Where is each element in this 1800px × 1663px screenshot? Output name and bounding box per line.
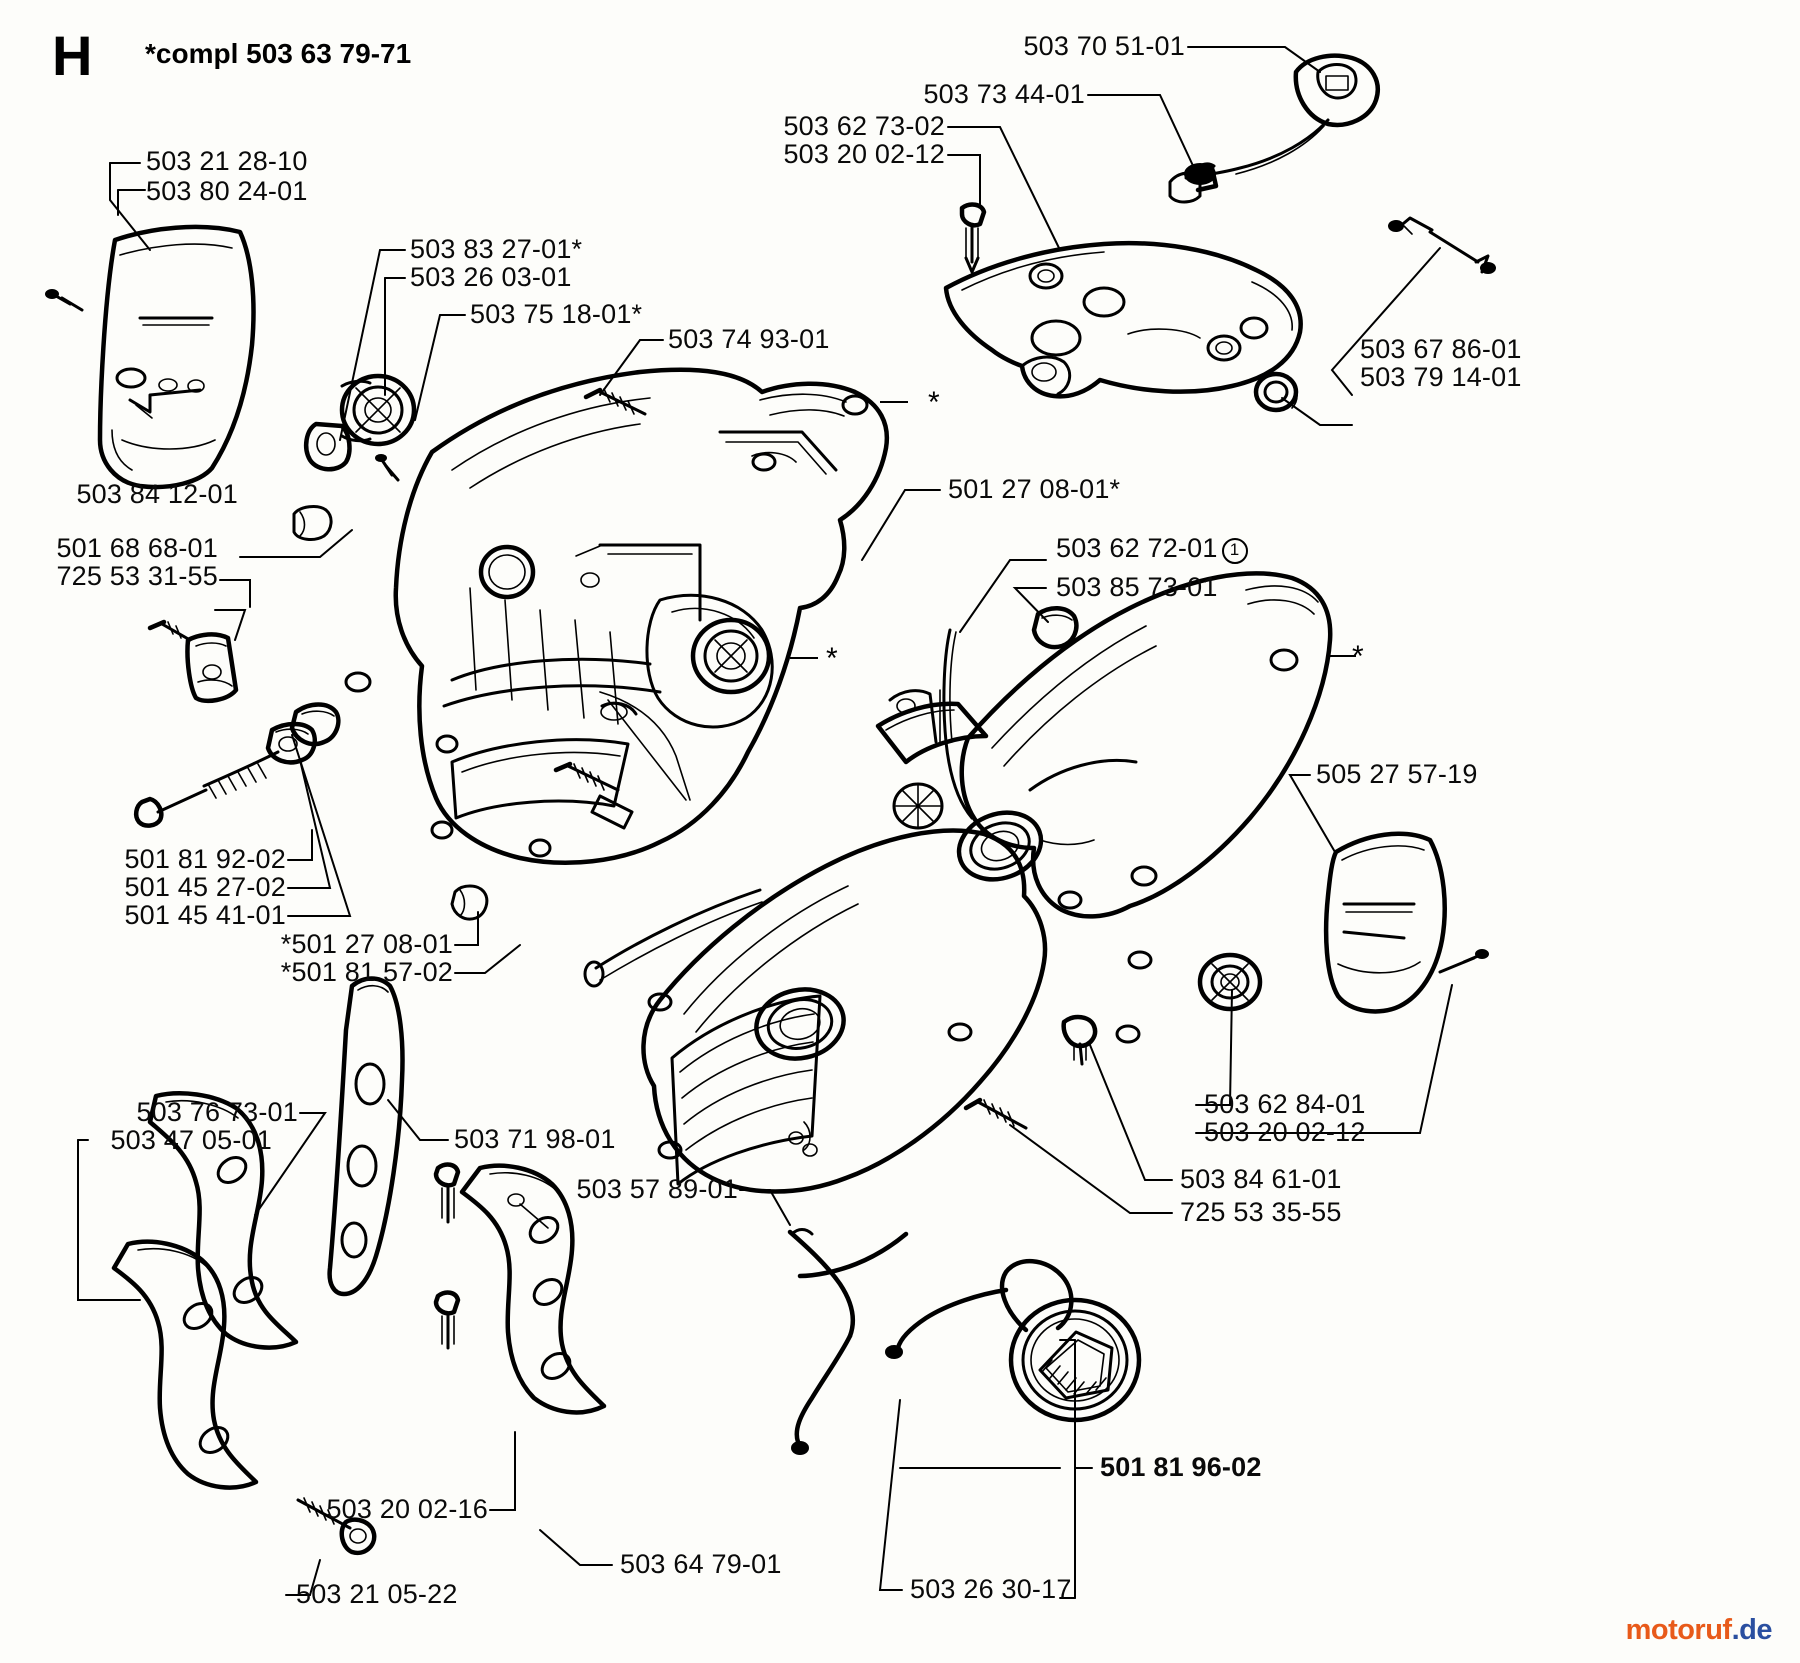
label-503-64-79-01: 503 64 79-01 — [620, 1549, 782, 1579]
label-503-84-12-01: 503 84 12-01 — [76, 479, 238, 509]
part-wire-handle — [787, 1228, 909, 1455]
label-501-81-92-02: 501 81 92-02 — [124, 844, 286, 874]
part-crankcase-left — [344, 367, 890, 865]
label-503-62-73-02: 503 62 73-02 — [783, 111, 945, 141]
label-501-27-08-01-lower: *501 27 08-01 — [280, 929, 453, 959]
compl-note: *compl 503 63 79-71 — [145, 38, 412, 69]
part-bumper-spike-b — [111, 1239, 259, 1490]
label-503-70-51-01: 503 70 51-01 — [1023, 31, 1185, 61]
part-starter-handle — [1184, 53, 1380, 180]
part-screw-74-93 — [583, 387, 647, 416]
part-screw-725-35 — [963, 1097, 1028, 1130]
part-bumper-spike-a — [147, 1091, 299, 1350]
label-503-26-30-17: 503 26 30-17 — [910, 1574, 1072, 1604]
part-spike-plate-64-79 — [459, 1163, 607, 1415]
label-725-53-31-55: 725 53 31-55 — [56, 561, 218, 591]
label-503-20-02-12-lower: 503 20 02-12 — [1204, 1117, 1366, 1147]
label-503-75-18-01: 503 75 18-01* — [470, 299, 643, 329]
part-long-screw-group — [133, 702, 341, 828]
label-503-74-93-01: 503 74 93-01 — [668, 324, 830, 354]
asterisk-marker-a: * — [928, 386, 940, 419]
label-503-76-73-01: 503 76 73-01 — [136, 1097, 298, 1127]
label-503-85-73-01: 503 85 73-01 — [1056, 572, 1218, 602]
part-crankcase-right — [875, 571, 1333, 919]
label-725-53-35-55: 725 53 35-55 — [1180, 1197, 1342, 1227]
part-bracket-68-68 — [147, 619, 239, 703]
part-fuel-cap — [885, 1258, 1142, 1423]
label-503-21-28-10: 503 21 28-10 — [146, 146, 308, 176]
label-501-68-68-01: 501 68 68-01 — [56, 533, 218, 563]
part-clutch-cover-right — [1323, 831, 1489, 1014]
label-503-20-02-16: 503 20 02-16 — [326, 1494, 488, 1524]
label-503-26-03-01: 503 26 03-01 — [410, 262, 572, 292]
label-503-79-14-01: 503 79 14-01 — [1360, 362, 1522, 392]
asterisk-marker-b: * — [826, 642, 838, 675]
part-grommet-79-14 — [1253, 371, 1299, 413]
label-501-45-41-01: 501 45 41-01 — [124, 900, 286, 930]
label-503-62-72-01-text: 503 62 72-01 — [1056, 533, 1218, 563]
watermark: motoruf.de — [1625, 1614, 1773, 1647]
label-503-47-05-01: 503 47 05-01 — [110, 1125, 272, 1155]
label-503-73-44-01: 503 73 44-01 — [923, 79, 1085, 109]
label-501-27-08-01-upper: 501 27 08-01* — [948, 474, 1121, 504]
part-screw-84-61 — [1061, 1014, 1098, 1066]
label-503-80-24-01: 503 80 24-01 — [146, 176, 308, 206]
part-screw-21-05-22 — [433, 1290, 461, 1350]
label-503-71-98-01: 503 71 98-01 — [454, 1124, 616, 1154]
watermark-tld: .de — [1731, 1614, 1773, 1646]
label-503-83-27-01: 503 83 27-01* — [410, 234, 583, 264]
circled-note-1: 1 — [1221, 538, 1248, 564]
asterisk-marker-c: * — [1352, 640, 1364, 673]
label-503-20-02-12-top: 503 20 02-12 — [783, 139, 945, 169]
label-505-27-57-19: 505 27 57-19 — [1316, 759, 1478, 789]
part-starter-housing — [943, 163, 1303, 399]
part-pin-84-12 — [292, 505, 333, 541]
part-hand-guard — [45, 224, 256, 490]
label-501-81-96-02: 501 81 96-02 — [1100, 1452, 1262, 1482]
label-503-84-61-01: 503 84 61-01 — [1180, 1164, 1342, 1194]
watermark-brand: motoruf — [1625, 1614, 1733, 1646]
label-501-45-27-02: 501 45 27-02 — [124, 872, 286, 902]
section-letter: H — [52, 24, 93, 87]
part-clutch-drum-group — [303, 373, 417, 482]
part-screw-20-02-12-top — [959, 202, 987, 274]
part-screw-20-02-16 — [433, 1162, 461, 1224]
label-503-67-86-01: 503 67 86-01 — [1360, 334, 1522, 364]
label-501-81-57-02: *501 81 57-02 — [280, 957, 453, 987]
part-screw-lower-left — [296, 1497, 377, 1556]
label-503-62-84-01: 503 62 84-01 — [1204, 1089, 1366, 1119]
part-pin-27-08 — [450, 884, 489, 921]
part-blade-71-98 — [327, 976, 405, 1297]
part-crankcase-front — [583, 782, 1153, 1194]
label-503-57-89-01: 503 57 89-01 — [576, 1174, 738, 1204]
part-linkage-rod — [1388, 216, 1496, 274]
part-washer-62-84 — [1197, 952, 1263, 1012]
label-503-21-05-22: 503 21 05-22 — [296, 1579, 458, 1609]
